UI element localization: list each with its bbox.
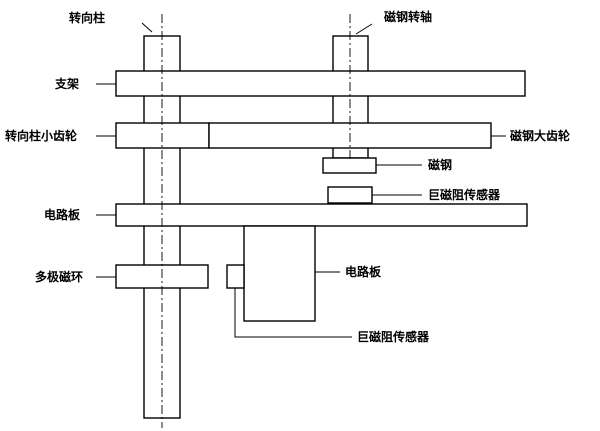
leader-magnet-shaft	[355, 23, 373, 35]
label-multipole-ring: 多极磁环	[35, 269, 83, 284]
leader-steering-column	[141, 22, 153, 33]
circuit-board-small	[243, 225, 316, 322]
gmr-sensor-bottom	[226, 264, 245, 289]
leader-gmr-bottom	[234, 288, 352, 338]
label-steering-column: 转向柱	[69, 10, 105, 25]
label-magnet-large-gear: 磁钢大齿轮	[509, 128, 571, 143]
bracket	[115, 70, 526, 97]
label-bracket: 支架	[54, 76, 79, 91]
circuit-board-main	[115, 203, 528, 227]
label-circuit-board-small: 电路板	[345, 264, 382, 279]
label-gmr-sensor-top: 巨磁阻传感器	[428, 187, 501, 202]
label-gmr-sensor-bottom: 巨磁阻传感器	[357, 329, 430, 344]
label-magnet: 磁钢	[427, 157, 452, 172]
gmr-sensor-top	[327, 186, 373, 204]
label-steering-small-gear: 转向柱小齿轮	[5, 128, 78, 143]
label-magnet-shaft: 磁钢转轴	[383, 9, 432, 24]
steering-small-gear	[115, 122, 210, 149]
magnet	[322, 157, 377, 174]
label-circuit-board-main: 电路板	[44, 207, 81, 222]
